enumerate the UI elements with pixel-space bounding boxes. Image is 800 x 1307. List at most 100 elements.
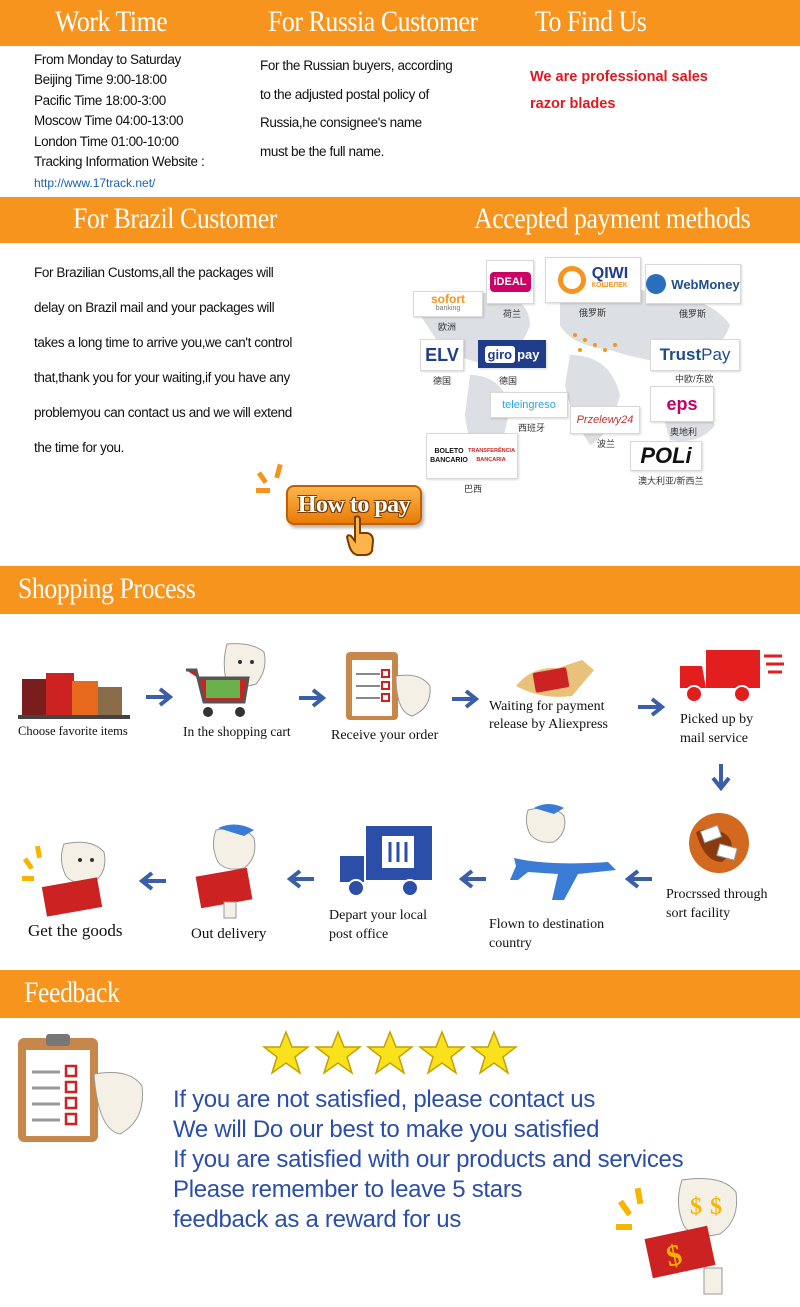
svg-text:$: $ bbox=[710, 1194, 722, 1220]
step-receive-order: Receive your order bbox=[331, 728, 439, 743]
teleingreso-caption: 西班牙 bbox=[518, 423, 546, 433]
clipboard-order-icon bbox=[346, 652, 431, 720]
brazil-line-2: delay on Brazil mail and your packages w… bbox=[34, 300, 275, 315]
happy-character-icon bbox=[22, 841, 106, 917]
arrow-right-icon bbox=[146, 687, 174, 707]
russia-line-3: Russia,he consignee's name bbox=[260, 115, 422, 130]
feedback-line-1: If you are not satisfied, please contact… bbox=[173, 1086, 596, 1113]
step-picked-up-1: Picked up by bbox=[680, 712, 754, 727]
payment-title: Accepted payment methods bbox=[474, 202, 751, 235]
arrow-right-icon bbox=[638, 697, 666, 717]
step-waiting-payment-1: Waiting for payment bbox=[489, 699, 605, 714]
post-office-truck-icon bbox=[340, 826, 432, 897]
webmoney-logo: WebMoney bbox=[645, 264, 741, 304]
brazil-line-6: the time for you. bbox=[34, 440, 124, 455]
trustpay-caption: 中欧/东欧 bbox=[675, 374, 714, 384]
giropay-logo: giro pay bbox=[478, 340, 546, 368]
step-depart-1: Depart your local bbox=[329, 908, 427, 923]
arrow-left-icon bbox=[138, 871, 166, 891]
step-shopping-cart: In the shopping cart bbox=[183, 724, 291, 739]
arrow-left-icon bbox=[458, 869, 486, 889]
findus-line-1: We are professional sales bbox=[530, 69, 708, 85]
arrow-left-icon bbox=[286, 869, 314, 889]
find-us-title: To Find Us bbox=[535, 5, 647, 38]
findus-line-2: razor blades bbox=[530, 96, 616, 112]
money-character-icon: $ $ $ bbox=[616, 1178, 738, 1295]
london-time: London Time 01:00-10:00 bbox=[34, 134, 179, 149]
brazil-line-5: problemyou can contact us and we will ex… bbox=[34, 405, 292, 420]
feedback-line-4: Please remember to leave 5 stars bbox=[173, 1176, 523, 1203]
russia-line-2: to the adjusted postal policy of bbox=[260, 87, 429, 102]
eps-caption: 奥地利 bbox=[670, 427, 698, 437]
eps-logo: eps bbox=[650, 386, 714, 422]
arrow-right-icon bbox=[452, 689, 480, 709]
feedback-line-2: We will Do our best to make you satisfie… bbox=[173, 1116, 600, 1143]
przelewy-caption: 波兰 bbox=[597, 439, 616, 449]
how-to-pay-button[interactable]: How to pay bbox=[286, 485, 422, 525]
hand-cursor-icon bbox=[345, 515, 375, 556]
delivery-character-icon bbox=[195, 824, 256, 919]
russia-title: For Russia Customer bbox=[268, 5, 478, 38]
sofort-logo: sofort banking bbox=[413, 291, 483, 317]
brazil-line-3: takes a long time to arrive you,we can't… bbox=[34, 335, 293, 350]
przelewy-logo: Przelewy24 bbox=[570, 406, 640, 434]
webmoney-caption: 俄罗斯 bbox=[679, 309, 707, 319]
teleingreso-logo: teleingreso bbox=[490, 392, 568, 418]
brazil-title: For Brazil Customer bbox=[73, 202, 277, 235]
ideal-logo: iDEAL bbox=[486, 260, 534, 304]
trustpay-logo: Trust Pay bbox=[650, 339, 740, 371]
header-bar-top bbox=[0, 0, 800, 46]
tracking-label: Tracking Information Website : bbox=[34, 154, 205, 169]
russia-line-4: must be the full name. bbox=[260, 144, 385, 159]
tracking-link[interactable]: http://www.17track.net/ bbox=[34, 176, 156, 190]
qiwi-caption: 俄罗斯 bbox=[579, 308, 607, 318]
star-icon bbox=[262, 1030, 310, 1075]
brazil-line-1: For Brazilian Customs,all the packages w… bbox=[34, 265, 274, 280]
airplane-icon bbox=[510, 804, 616, 900]
svg-text:$: $ bbox=[690, 1194, 702, 1220]
step-flown-2: country bbox=[489, 936, 532, 951]
ideal-caption: 荷兰 bbox=[503, 309, 522, 319]
how-to-pay-label: How to pay bbox=[297, 491, 411, 518]
step-sort-facility-1: Procrssed through bbox=[666, 887, 768, 902]
star-icon bbox=[366, 1030, 414, 1075]
giropay-caption: 德国 bbox=[499, 376, 518, 386]
star-icon bbox=[314, 1030, 362, 1075]
header-bar-process bbox=[0, 566, 800, 614]
svg-text:$: $ bbox=[663, 1238, 685, 1273]
poli-caption: 澳大利亚/新西兰 bbox=[638, 476, 704, 486]
boleto-caption: 巴西 bbox=[464, 484, 483, 494]
sofort-caption: 欧洲 bbox=[438, 322, 457, 332]
arrow-down-icon bbox=[711, 764, 731, 792]
payment-card-icon bbox=[516, 660, 594, 697]
arrow-left-icon bbox=[624, 869, 652, 889]
qiwi-logo: QIWI КОШЕЛЕК bbox=[545, 257, 641, 303]
poli-logo: POLi bbox=[630, 441, 702, 471]
russia-line-1: For the Russian buyers, according bbox=[260, 58, 453, 73]
shopping-bags-icon bbox=[18, 673, 130, 719]
star-icon bbox=[418, 1030, 466, 1075]
rating-stars bbox=[262, 1030, 518, 1076]
step-waiting-payment-2: release by Aliexpress bbox=[489, 717, 608, 732]
step-get-goods: Get the goods bbox=[28, 921, 123, 940]
feedback-title: Feedback bbox=[24, 976, 120, 1009]
delivery-truck-icon bbox=[680, 650, 784, 703]
elv-logo: ELV bbox=[420, 339, 464, 371]
step-flown-1: Flown to destination bbox=[489, 917, 605, 932]
work-days: From Monday to Saturday bbox=[34, 52, 181, 67]
header-bar-feedback bbox=[0, 970, 800, 1018]
pacific-time: Pacific Time 18:00-3:00 bbox=[34, 93, 166, 108]
brazil-line-4: that,thank you for your waiting,if you h… bbox=[34, 370, 290, 385]
step-choose-items: Choose favorite items bbox=[18, 724, 128, 738]
beijing-time: Beijing Time 9:00-18:00 bbox=[34, 72, 167, 87]
step-out-delivery: Out delivery bbox=[191, 926, 267, 942]
process-title: Shopping Process bbox=[18, 572, 196, 605]
header-bar-brazil bbox=[0, 197, 800, 243]
star-icon bbox=[470, 1030, 518, 1075]
work-time-title: Work Time bbox=[55, 5, 168, 38]
shopping-cart-icon bbox=[186, 643, 266, 717]
elv-caption: 德国 bbox=[433, 376, 452, 386]
arrow-right-icon bbox=[299, 688, 327, 708]
globe-mail-icon bbox=[689, 813, 749, 873]
moscow-time: Moscow Time 04:00-13:00 bbox=[34, 113, 184, 128]
